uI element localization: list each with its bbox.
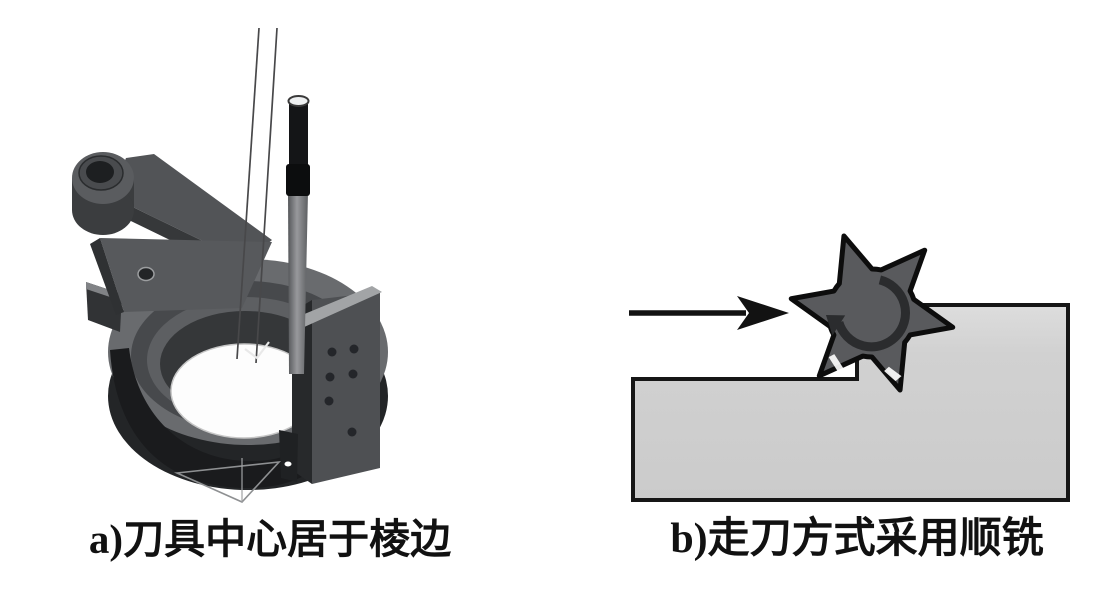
block-holes <box>324 344 359 437</box>
tool-axis-projection-lines <box>236 27 278 364</box>
climb-milling-diagram <box>629 233 1070 502</box>
edge-marker <box>244 341 270 360</box>
rod-upper <box>289 100 308 175</box>
workpiece-step-block <box>631 303 1070 502</box>
caption-b: b)走刀方式采用顺铣 <box>670 516 1044 562</box>
block-top-bevel <box>290 286 382 328</box>
fixture-3d-model <box>72 27 388 503</box>
fixture-plate <box>100 238 272 312</box>
rod-tip <box>287 95 310 107</box>
feed-arrowhead <box>737 296 789 330</box>
edge-triangle-wireframe <box>173 458 282 503</box>
milling-cutter <box>788 233 956 393</box>
plate-hole <box>137 266 155 282</box>
rod-lower-end <box>279 430 298 482</box>
caption-a: a)刀具中心居于棱边 <box>88 516 452 562</box>
cutter-rotation-arrow <box>834 275 910 352</box>
boss-hole <box>86 161 114 183</box>
fixture-arm <box>90 154 272 315</box>
boss-ring <box>72 152 134 235</box>
rod-band <box>286 164 310 196</box>
feed-direction-arrow <box>629 296 789 330</box>
rotation-arrowhead <box>825 315 846 336</box>
tool-rod <box>279 95 310 482</box>
rod-shank <box>288 192 308 374</box>
